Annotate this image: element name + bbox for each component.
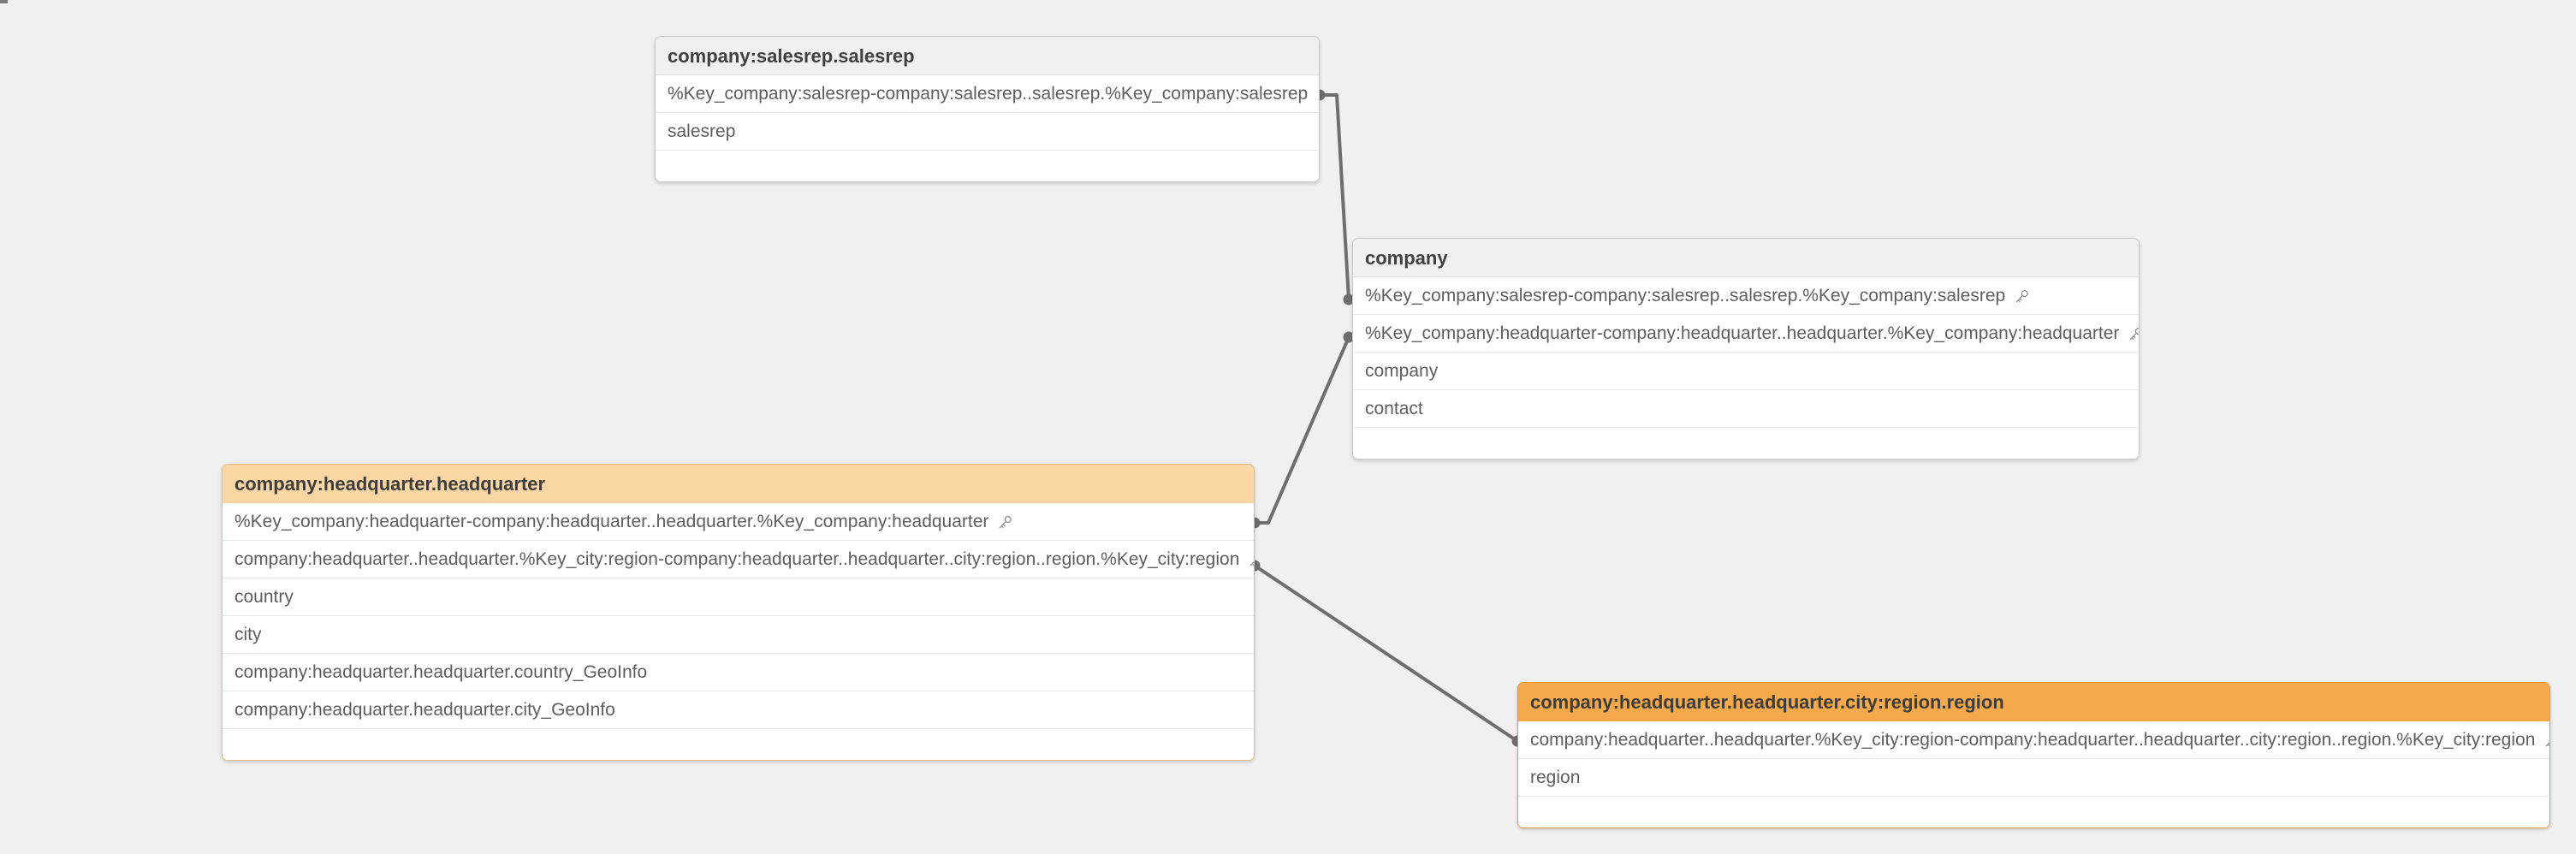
key-icon	[2543, 732, 2549, 749]
key-icon	[2014, 288, 2030, 305]
table-row[interactable]: company:headquarter.headquarter.country_…	[223, 654, 1254, 691]
table-title-company: company	[1353, 239, 2139, 277]
key-icon	[1316, 86, 1319, 103]
field-label: company:headquarter.headquarter.country_…	[234, 661, 648, 682]
table-row-spacer	[1353, 428, 2139, 459]
table-row[interactable]: company:headquarter.headquarter.city_Geo…	[223, 691, 1254, 729]
table-row-spacer	[223, 729, 1254, 760]
field-label: company:headquarter..headquarter.%Key_ci…	[1530, 729, 2536, 750]
table-row[interactable]: %Key_company:headquarter-company:headqua…	[223, 503, 1254, 541]
corner-artifact	[0, 0, 8, 3]
table-card-company[interactable]: company %Key_company:salesrep-company:sal…	[1352, 238, 2140, 460]
key-icon	[2128, 326, 2139, 342]
table-row[interactable]: %Key_company:salesrep-company:salesrep..…	[656, 75, 1319, 113]
field-label: company:headquarter..headquarter.%Key_ci…	[234, 549, 1240, 569]
field-label: company	[1365, 360, 1439, 381]
field-label: %Key_company:headquarter-company:headqua…	[1365, 323, 2120, 343]
table-row[interactable]: %Key_company:headquarter-company:headqua…	[1353, 315, 2139, 353]
table-row-spacer	[656, 151, 1319, 181]
table-card-region[interactable]: company:headquarter.headquarter.city:reg…	[1517, 682, 2550, 828]
association-link-headquarter-to-region[interactable]	[1253, 564, 1519, 743]
table-title-headquarter: company:headquarter.headquarter	[223, 465, 1254, 503]
table-title-salesrep: company:salesrep.salesrep	[656, 37, 1319, 75]
table-row[interactable]: company	[1353, 353, 2139, 390]
table-row[interactable]: region	[1518, 759, 2549, 797]
key-icon	[997, 514, 1013, 531]
table-row[interactable]: contact	[1353, 390, 2139, 428]
field-label: region	[1530, 767, 1581, 787]
table-card-headquarter[interactable]: company:headquarter.headquarter %Key_comp…	[222, 464, 1255, 761]
field-label: company:headquarter.headquarter.city_Geo…	[234, 699, 615, 720]
key-icon	[1248, 552, 1254, 568]
table-row[interactable]: country	[223, 578, 1254, 616]
table-title-region: company:headquarter.headquarter.city:reg…	[1518, 683, 2549, 721]
table-row[interactable]: company:headquarter..headquarter.%Key_ci…	[1518, 721, 2549, 759]
field-label: country	[234, 586, 294, 607]
table-row-spacer	[1518, 797, 2549, 827]
field-label: %Key_company:salesrep-company:salesrep..…	[1365, 285, 2006, 305]
field-label: %Key_company:headquarter-company:headqua…	[234, 511, 989, 531]
table-row[interactable]: salesrep	[656, 113, 1319, 151]
field-label: salesrep	[668, 121, 736, 141]
association-link-salesrep-to-company[interactable]	[1320, 93, 1350, 300]
field-label: %Key_company:salesrep-company:salesrep..…	[668, 83, 1309, 104]
association-link-headquarter-to-company[interactable]	[1255, 336, 1350, 525]
table-card-salesrep[interactable]: company:salesrep.salesrep %Key_company:sa…	[655, 36, 1320, 182]
table-row[interactable]: city	[223, 616, 1254, 654]
table-row[interactable]: %Key_company:salesrep-company:salesrep..…	[1353, 277, 2139, 315]
field-label: contact	[1365, 398, 1423, 418]
table-row[interactable]: company:headquarter..headquarter.%Key_ci…	[223, 541, 1254, 578]
field-label: city	[234, 624, 262, 644]
